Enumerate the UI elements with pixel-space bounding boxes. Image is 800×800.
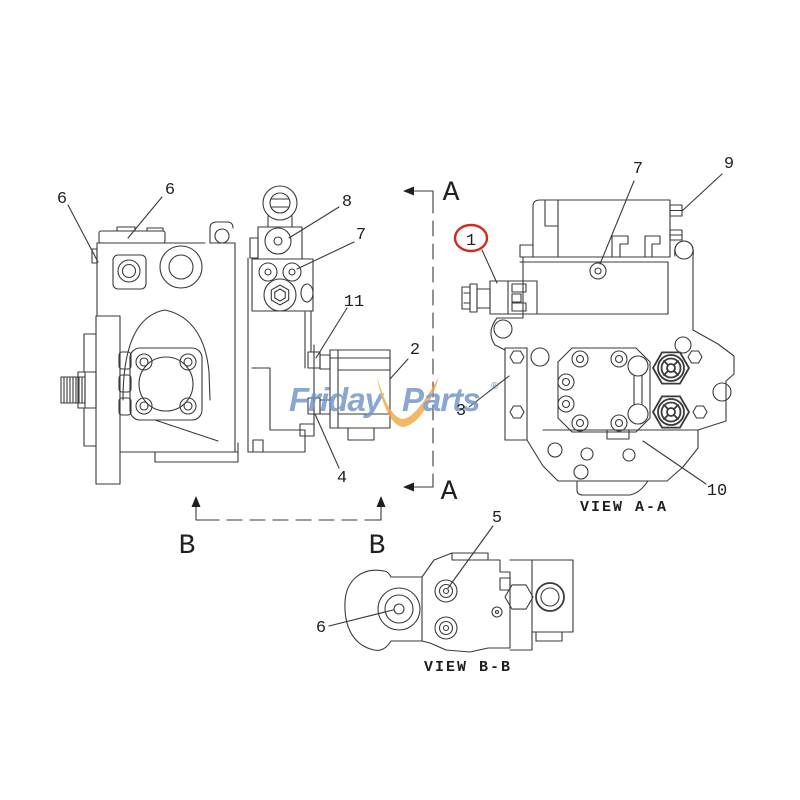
valve-stack (249, 185, 314, 312)
watermark-swoosh (377, 376, 439, 427)
leader-lines (67, 173, 723, 627)
callout-7-aa: 7 (633, 160, 643, 179)
callout-labels: 6 6 8 7 11 2 4 1 7 9 3 10 5 6 (57, 155, 734, 638)
callout-1-highlight-circle (453, 223, 489, 253)
callout-6-top: 6 (165, 181, 175, 200)
solenoid-valve (461, 280, 538, 315)
housing-arch (122, 309, 211, 401)
arrow-a-top (403, 186, 414, 196)
callout-6-left: 6 (57, 190, 67, 209)
main-assembly-drawing (60, 185, 391, 485)
bore-circle (159, 245, 203, 289)
watermark-text-parts: Parts (402, 381, 480, 418)
right-block (509, 559, 574, 651)
callout-10: 10 (707, 482, 727, 501)
top-cover (532, 199, 671, 258)
mount-plate (129, 347, 203, 421)
arrow-b-right (376, 496, 386, 507)
arrow-a-bottom (403, 482, 414, 492)
yoke (344, 569, 423, 651)
section-marker-a-bottom: A (441, 477, 458, 508)
watermark-text-friday: Friday (289, 381, 385, 418)
middle-block (421, 552, 511, 653)
mounting-flange (95, 315, 121, 485)
view-aa-title: VIEW A-A (580, 499, 668, 516)
view-aa-drawing (461, 199, 735, 496)
port-boss (112, 254, 147, 290)
callout-3: 3 (456, 402, 466, 421)
watermark-logo: Friday Parts ® (289, 376, 499, 427)
callout-9: 9 (724, 155, 734, 174)
pump-face-plate (557, 347, 651, 433)
callout-2: 2 (410, 341, 420, 360)
section-marker-b-right: B (369, 531, 386, 562)
side-block (504, 347, 528, 441)
callout-1: 1 (466, 232, 476, 251)
callout-4: 4 (337, 469, 347, 488)
section-marker-a-top: A (443, 178, 460, 209)
top-bracket (209, 221, 234, 244)
section-marker-b-left: B (179, 531, 196, 562)
callout-5: 5 (492, 509, 502, 528)
view-bb-title: VIEW B-B (424, 659, 512, 676)
section-line-a (403, 186, 434, 492)
callout-8: 8 (342, 193, 352, 212)
hydraulic-connectors (652, 351, 690, 429)
callout-6-bb: 6 (316, 619, 326, 638)
view-bb-drawing (344, 552, 574, 653)
gear-pump (299, 349, 391, 441)
callout-7-main: 7 (356, 226, 366, 245)
section-line-b (191, 496, 386, 521)
callout-11: 11 (344, 293, 364, 312)
watermark-registered-mark: ® (491, 381, 499, 392)
arrow-b-left (191, 496, 201, 507)
hex-nut (504, 584, 534, 610)
annotation-text: A A B B VIEW A-A VIEW B-B (179, 178, 668, 676)
